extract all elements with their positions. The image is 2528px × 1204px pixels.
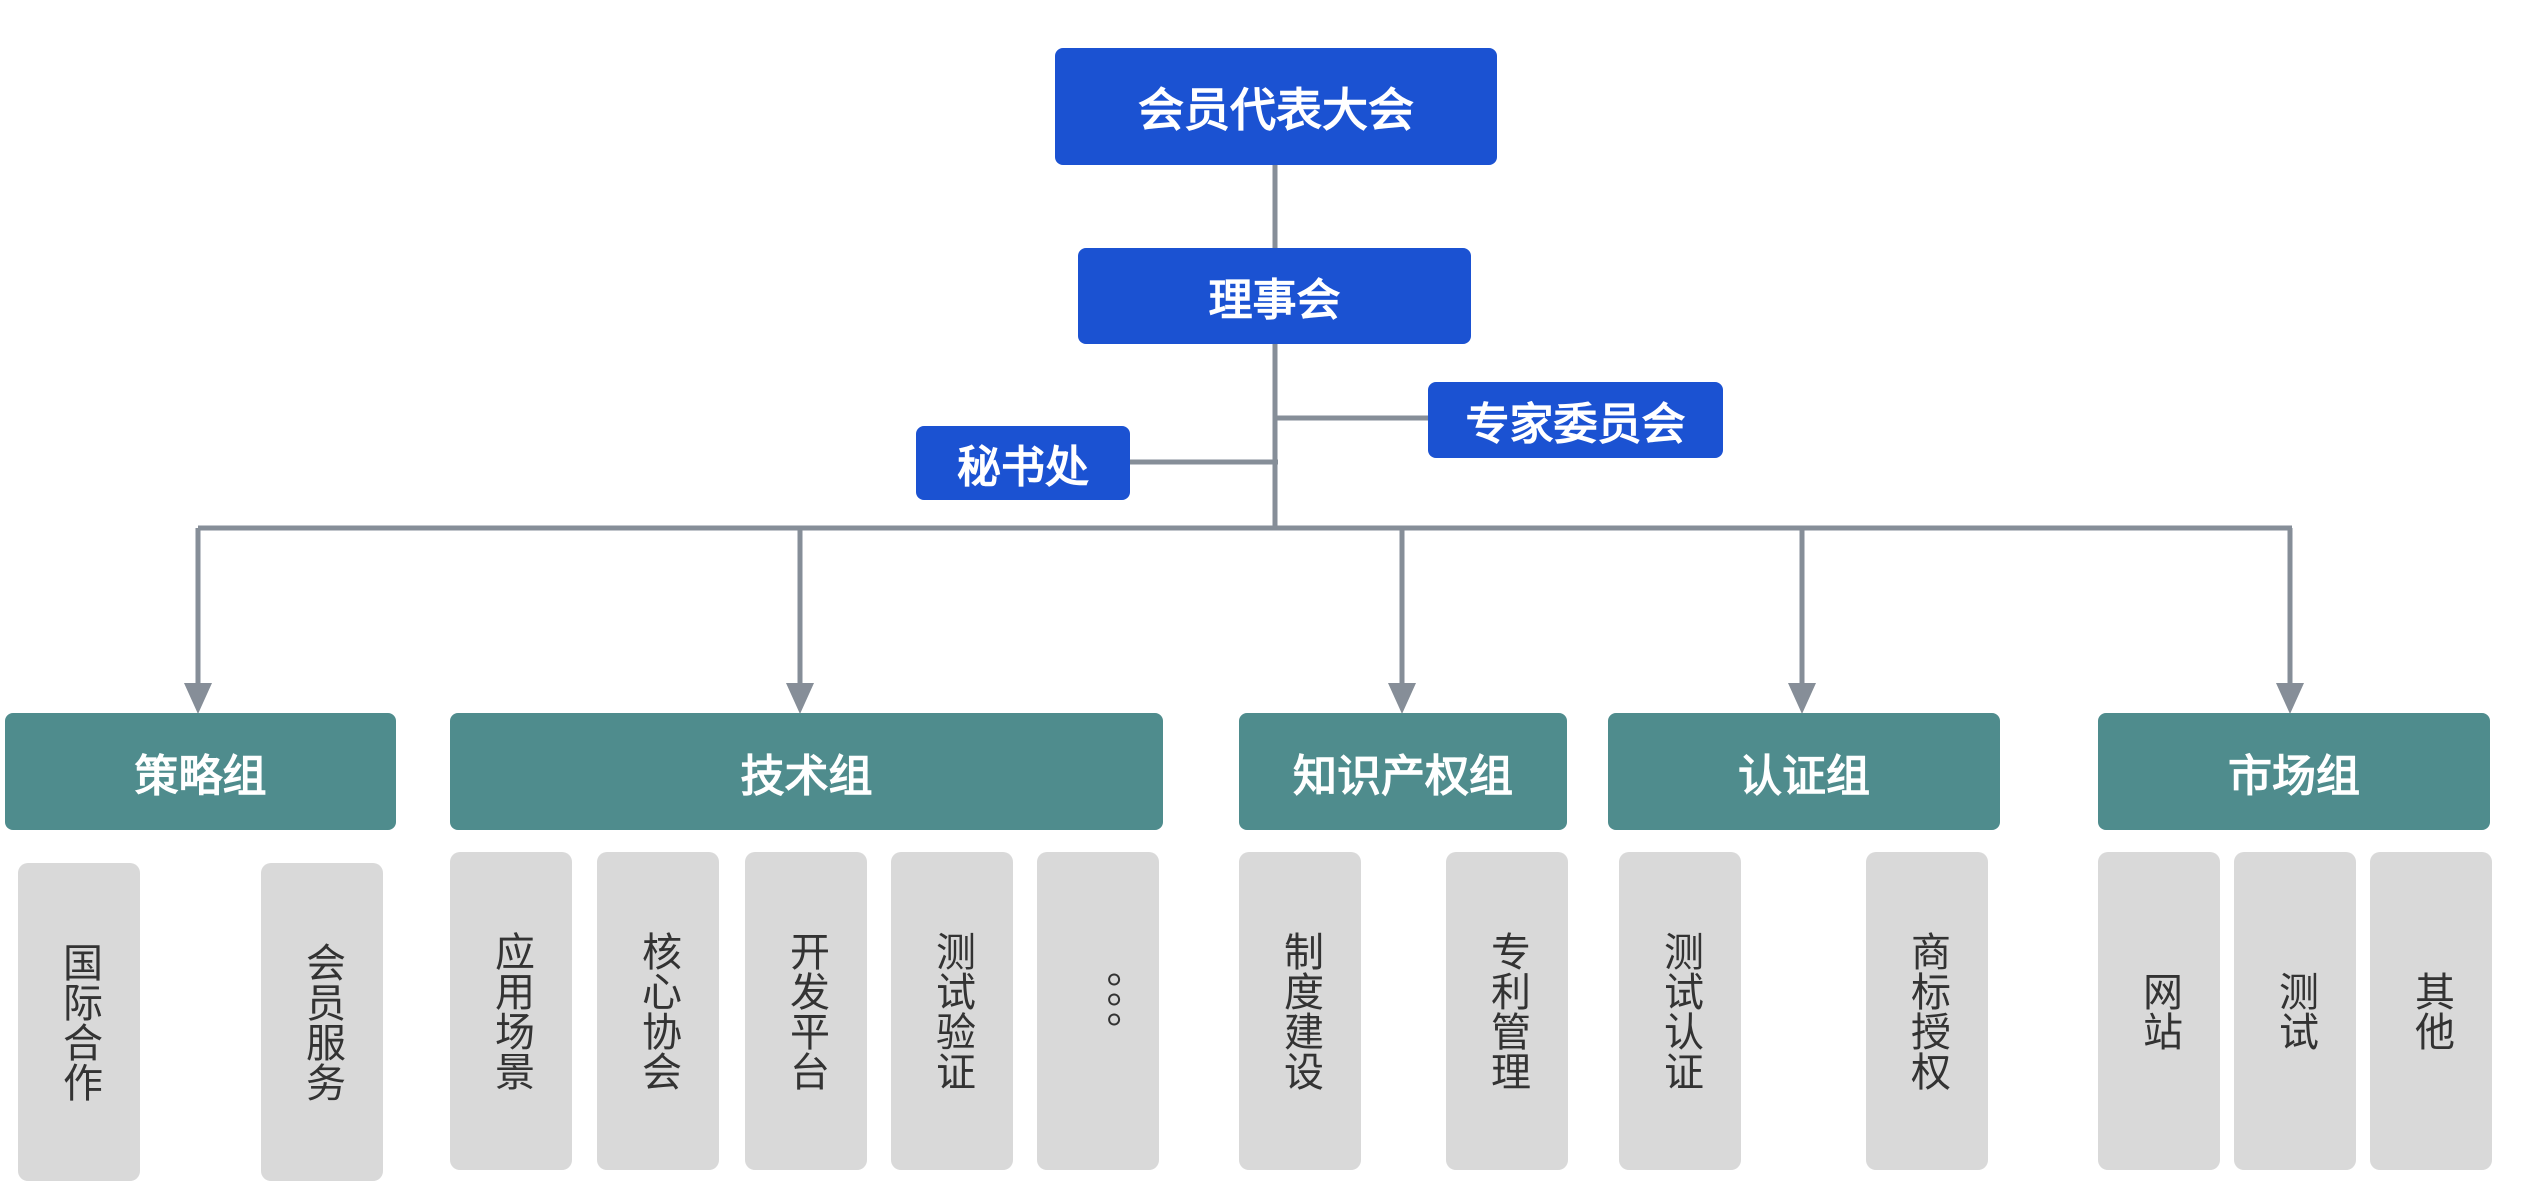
arrowhead-strategy [184, 683, 212, 714]
arrowhead-ip [1388, 683, 1416, 714]
arrowhead-market [2276, 683, 2304, 714]
group-ip: 知识产权组 [1239, 713, 1567, 830]
group-tech: 技术组 [450, 713, 1163, 830]
leaf-system-building: 制度建设 [1239, 852, 1361, 1170]
leaf-other: 其他 [2370, 852, 2492, 1170]
leaf-member-services: 会员服务 [261, 863, 383, 1181]
leaf-trademark-licensing: 商标授权 [1866, 852, 1988, 1170]
group-market: 市场组 [2098, 713, 2490, 830]
group-cert: 认证组 [1608, 713, 2000, 830]
group-strategy: 策略组 [5, 713, 396, 830]
leaf-development-platform: 开发平台 [745, 852, 867, 1170]
leaf-international-cooperation: 国际合作 [18, 863, 140, 1181]
board-node: 理事会 [1078, 248, 1471, 344]
secretariat-node: 秘书处 [916, 426, 1130, 500]
leaf-application-scenarios: 应用场景 [450, 852, 572, 1170]
arrowhead-cert [1788, 683, 1816, 714]
leaf-website: 网站 [2098, 852, 2220, 1170]
leaf-ellipsis: 。。。 [1037, 852, 1159, 1170]
leaf-testing: 测试 [2234, 852, 2356, 1170]
arrowhead-tech [786, 683, 814, 714]
leaf-test-certification: 测试认证 [1619, 852, 1741, 1170]
leaf-core-association: 核心协会 [597, 852, 719, 1170]
expert-committee-node: 专家委员会 [1428, 382, 1723, 458]
general-assembly-node: 会员代表大会 [1055, 48, 1497, 165]
leaf-patent-management: 专利管理 [1446, 852, 1568, 1170]
leaf-test-verification: 测试验证 [891, 852, 1013, 1170]
